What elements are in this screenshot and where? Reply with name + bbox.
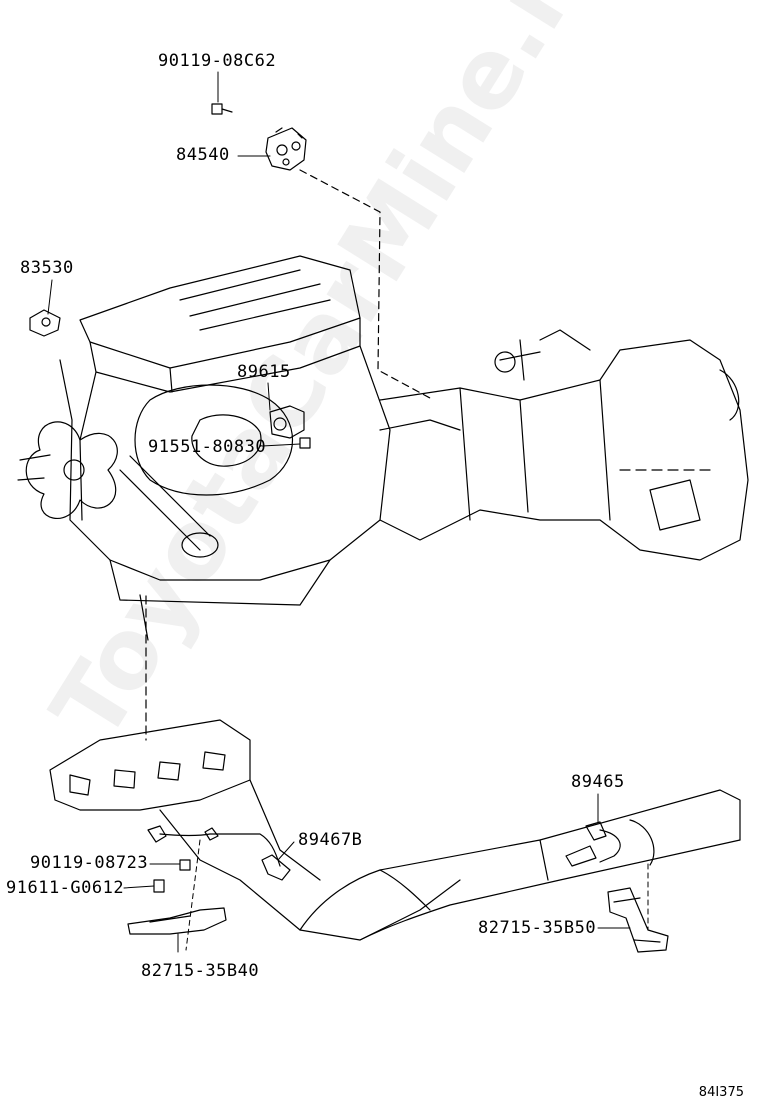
engine-assembly xyxy=(17,255,391,641)
label-90119-08c62[interactable]: 90119-08C62 xyxy=(158,51,277,71)
part-82715-35b40-bracket[interactable] xyxy=(127,907,227,935)
part-90119-08c62-bolt[interactable] xyxy=(211,103,233,115)
part-84540-sensor[interactable] xyxy=(265,127,307,171)
label-89465[interactable]: 89465 xyxy=(571,772,625,792)
part-91611-g0612-bolt[interactable] xyxy=(153,879,165,893)
part-90119-08723-bolt[interactable] xyxy=(179,859,191,871)
label-89615[interactable]: 89615 xyxy=(237,362,291,382)
exhaust-pipe xyxy=(299,789,741,941)
label-89467b[interactable]: 89467B xyxy=(298,830,363,850)
label-82715-35b50[interactable]: 82715-35B50 xyxy=(478,918,597,938)
label-82715-35b40[interactable]: 82715-35B40 xyxy=(141,961,260,981)
part-89615-sensor[interactable] xyxy=(269,405,305,439)
part-82715-35b50-bracket[interactable] xyxy=(607,887,669,953)
part-91551-80830-bolt[interactable] xyxy=(299,437,311,449)
exhaust-manifold xyxy=(49,719,461,941)
part-89467b-oxygen-sensor[interactable] xyxy=(147,825,291,881)
label-90119-08723[interactable]: 90119-08723 xyxy=(30,853,149,873)
part-83530-switch[interactable] xyxy=(29,309,61,337)
label-84540[interactable]: 84540 xyxy=(176,145,230,165)
leader-lines xyxy=(47,71,649,953)
transmission-assembly xyxy=(379,329,749,561)
label-83530[interactable]: 83530 xyxy=(20,258,74,278)
label-91611-g0612[interactable]: 91611-G0612 xyxy=(6,878,125,898)
diagram-code: 84I375 xyxy=(698,1085,744,1100)
part-89465-oxygen-sensor[interactable] xyxy=(565,821,621,867)
label-91551-80830[interactable]: 91551-80830 xyxy=(148,437,267,457)
